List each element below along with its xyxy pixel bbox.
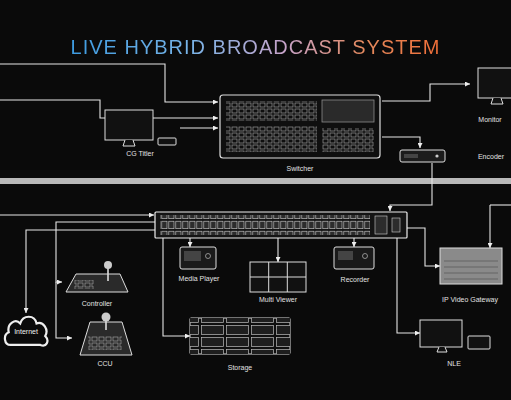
- device-label: Multi Viewer: [259, 295, 297, 304]
- separator-band: [0, 178, 511, 184]
- cg-titler-monitor: [105, 110, 176, 146]
- device-node: Internet: [2, 312, 50, 350]
- device-label: CCU: [97, 359, 112, 368]
- signal-wires: [0, 64, 511, 338]
- device-node: Encoder: [398, 148, 508, 164]
- device-node: Recorder: [330, 243, 380, 284]
- device-label: CG Titler: [126, 149, 154, 158]
- device-label: Storage: [228, 363, 253, 372]
- device-label: Controller: [82, 299, 112, 308]
- device-label: Internet: [14, 327, 38, 336]
- device-node: Media Player: [168, 243, 230, 283]
- device-node: NLE: [415, 318, 493, 368]
- device-node: Controller: [62, 260, 132, 308]
- signal-connector: [180, 127, 218, 128]
- nle-workstation: [420, 320, 490, 352]
- device-label: Media Player: [179, 274, 220, 283]
- signal-connector: [382, 137, 420, 148]
- ccu-panel: [80, 313, 132, 356]
- device-label: IP Video Gateway: [442, 295, 498, 304]
- encoder-unit: [400, 150, 445, 162]
- network-switch: [155, 212, 407, 238]
- multi-viewer-screen: [250, 262, 306, 292]
- recorder-unit: [334, 247, 374, 269]
- device-label: Recorder: [341, 275, 370, 284]
- device-node: Storage: [188, 316, 292, 372]
- device-node: CCU: [72, 310, 138, 368]
- cloud-shape: [5, 317, 47, 346]
- device-label: NLE: [447, 359, 461, 368]
- signal-connector: [382, 84, 470, 101]
- switcher-console: [220, 95, 380, 158]
- device-node: CG Titler: [100, 108, 180, 158]
- ip-gateway-chassis: [440, 248, 502, 284]
- device-label: Encoder: [478, 152, 504, 161]
- device-node: Switcher: [218, 93, 382, 173]
- media-player-unit: [180, 247, 216, 269]
- camera-controller: [66, 261, 128, 292]
- device-label: Switcher: [287, 164, 314, 173]
- device-node: Multi Viewer: [248, 260, 308, 304]
- diagram-title: LIVE HYBRID BROADCAST SYSTEM: [71, 36, 441, 59]
- storage-array: [190, 318, 290, 354]
- device-node: IP Video Gateway: [432, 246, 508, 304]
- device-node: Monitor: [470, 66, 510, 124]
- program-monitor: [478, 68, 511, 104]
- device-label: Monitor: [478, 115, 501, 124]
